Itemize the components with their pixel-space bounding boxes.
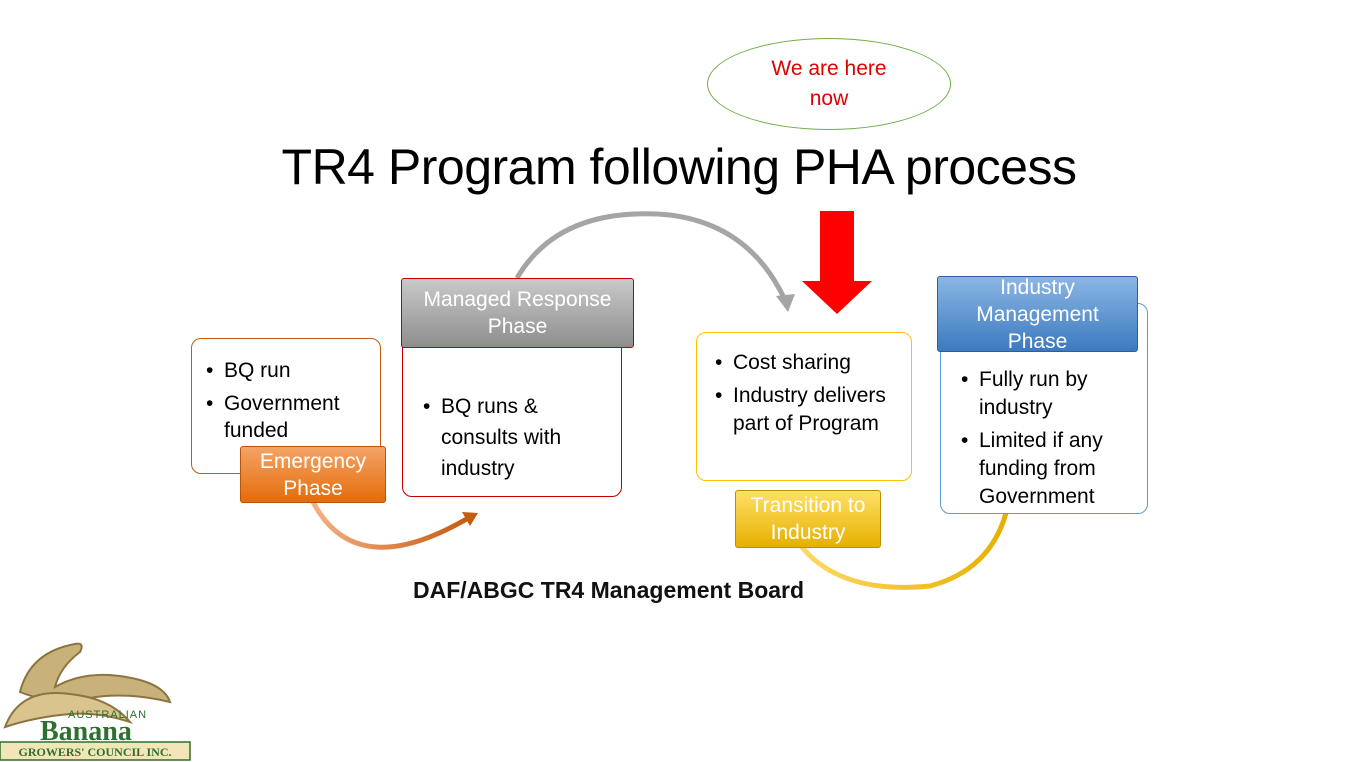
transition-bullet: Industry delivers part of Program bbox=[715, 382, 903, 438]
arrow-emergency-head bbox=[462, 512, 478, 526]
industry-bullet: Fully run by industry bbox=[961, 366, 1141, 422]
arrow-managed-head bbox=[776, 294, 795, 312]
management-board-label: DAF/ABGC TR4 Management Board bbox=[413, 577, 805, 603]
transition-phase-label: Transition to Industry bbox=[735, 490, 881, 548]
logo-text-australian: AUSTRALIAN bbox=[68, 709, 147, 721]
industry-phase-label: Industry Management Phase bbox=[937, 275, 1138, 353]
transition-phase-label-text: Transition to Industry bbox=[750, 494, 866, 544]
we-are-here-callout: We are here now bbox=[707, 38, 951, 130]
managed-response-label: Managed Response Phase bbox=[401, 278, 634, 348]
arrow-emergency-to-managed bbox=[309, 498, 472, 550]
emergency-phase-label-text: Emergency Phase bbox=[259, 449, 367, 500]
emergency-phase-label: Emergency Phase bbox=[240, 446, 386, 503]
logo-text-council: GROWERS' COUNCIL INC. bbox=[18, 745, 171, 759]
transition-phase-box: Cost sharing Industry delivers part of P… bbox=[696, 332, 912, 481]
page-title: TR4 Program following PHA process bbox=[281, 139, 1077, 195]
transition-bullet: Cost sharing bbox=[715, 349, 903, 377]
managed-bullet: BQ runs & consults with industry bbox=[423, 391, 611, 484]
banana-shape bbox=[18, 642, 172, 704]
emergency-bullet: Government funded bbox=[206, 390, 372, 444]
banana-shape bbox=[3, 692, 134, 729]
we-are-here-text: We are here now bbox=[771, 57, 887, 110]
we-are-here-arrow bbox=[802, 211, 872, 314]
industry-phase-label-text: Industry Management Phase bbox=[976, 275, 1099, 353]
logo-banner bbox=[0, 741, 191, 761]
managed-response-label-text: Managed Response Phase bbox=[423, 288, 612, 338]
emergency-bullet: BQ run bbox=[206, 357, 372, 385]
industry-bullet: Limited if any funding from Government bbox=[961, 427, 1141, 511]
abgc-logo: AUSTRALIAN Banana GROWERS' COUNCIL INC. bbox=[0, 642, 191, 761]
